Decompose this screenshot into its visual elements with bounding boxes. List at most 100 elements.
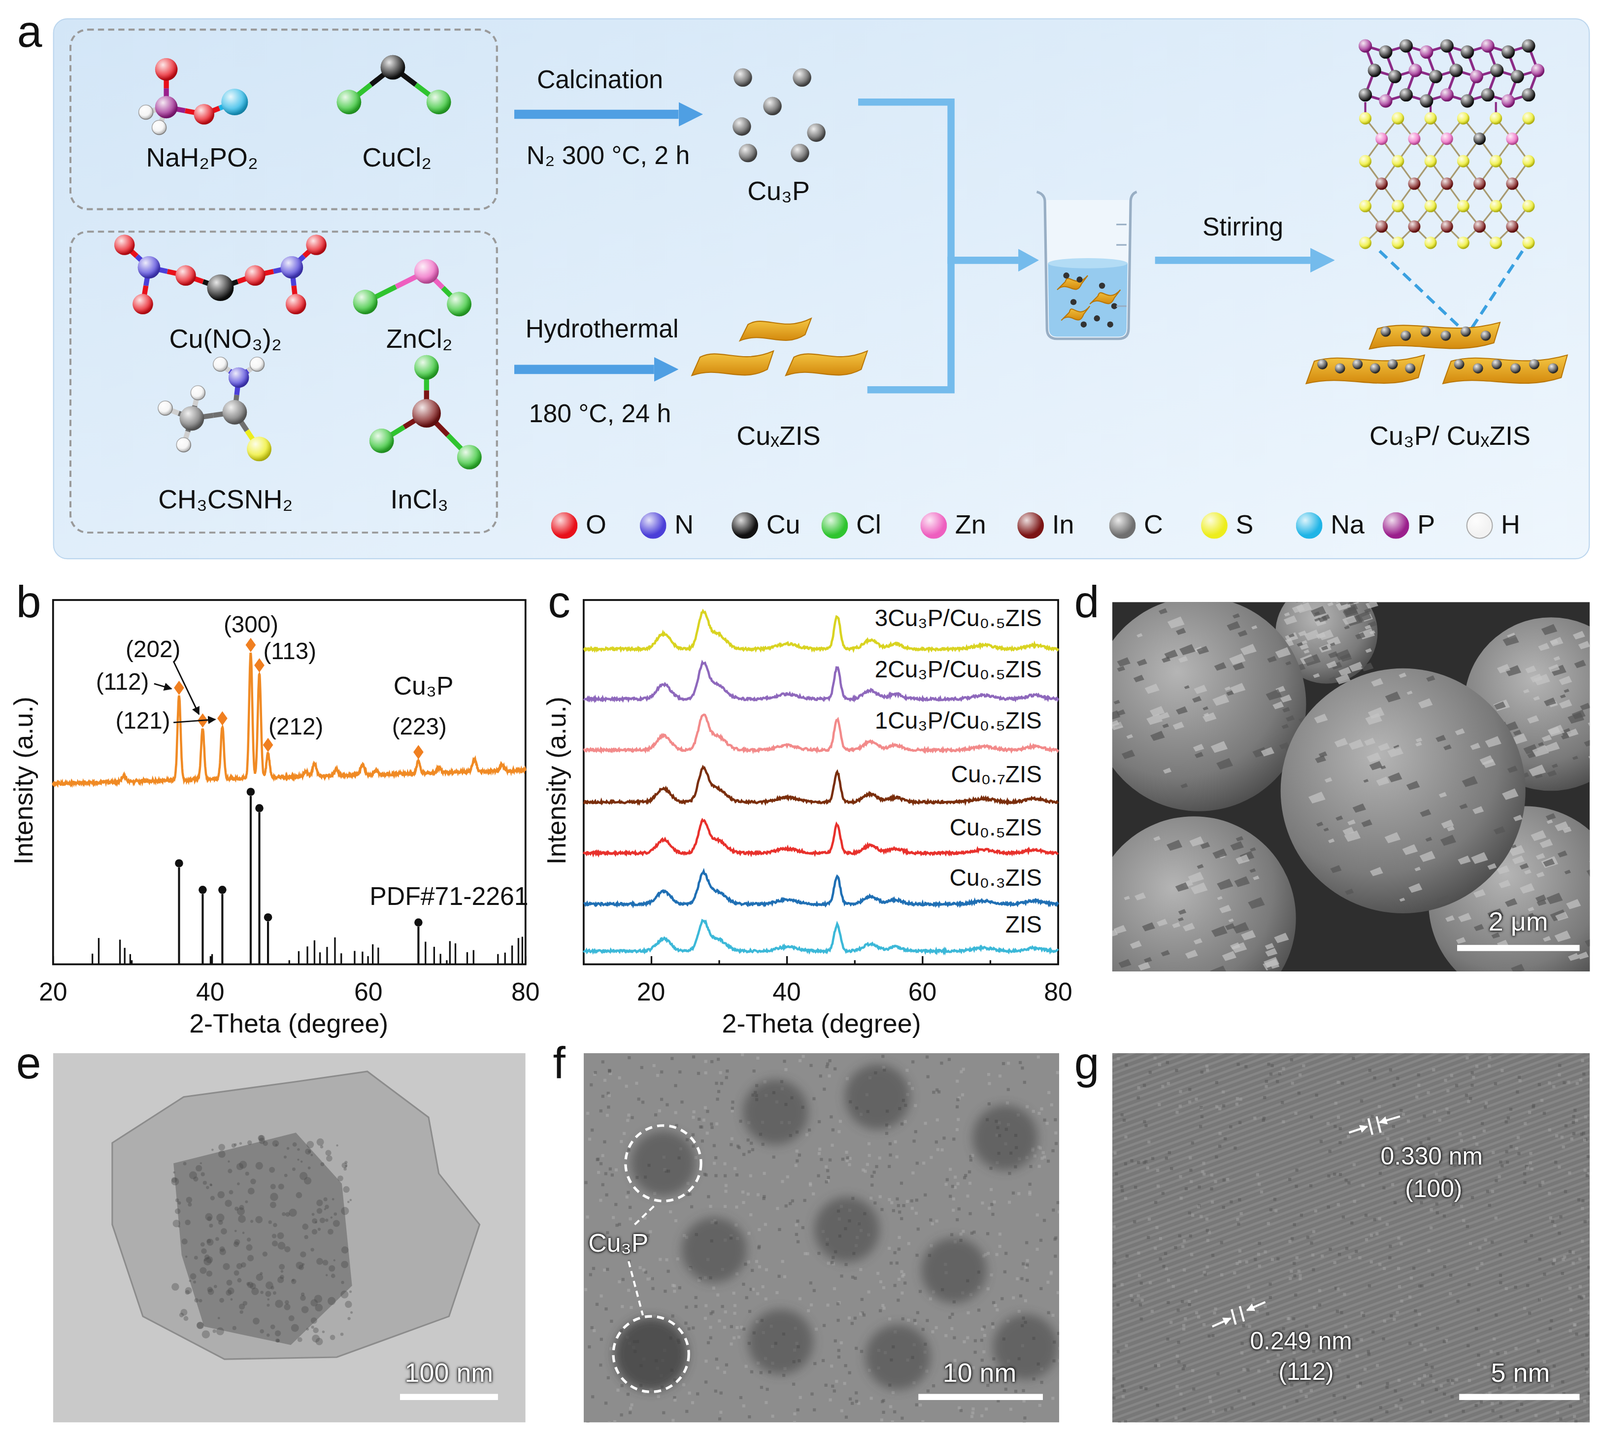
crystal-structure xyxy=(1489,236,1502,250)
tem-image xyxy=(199,1299,203,1303)
molecule-model xyxy=(179,405,205,431)
sem-image xyxy=(1485,735,1502,748)
hrtem-image xyxy=(732,1336,736,1340)
composite-nanosheets xyxy=(1460,326,1471,337)
hrtem-image xyxy=(905,1068,909,1072)
sem-image xyxy=(1137,961,1151,971)
sem-image xyxy=(1380,765,1386,770)
molecule-model xyxy=(280,256,304,279)
hrtem-image xyxy=(929,1155,933,1159)
tem-image xyxy=(183,1162,187,1166)
sem-image xyxy=(1530,830,1547,841)
crystal-structure xyxy=(1489,236,1502,250)
molecule-model xyxy=(353,289,378,315)
hrtem-image xyxy=(630,1116,634,1120)
hrtem-image xyxy=(844,1263,848,1267)
tem-image xyxy=(272,1223,277,1228)
molecule-model xyxy=(155,58,178,81)
composite-nanosheets xyxy=(1440,330,1451,341)
molecule-model xyxy=(446,291,472,317)
hrtem-image xyxy=(896,1298,900,1302)
sem-image xyxy=(1272,701,1284,710)
sem-image xyxy=(1324,777,1333,783)
crystal-structure xyxy=(1457,155,1470,168)
hrtem-image xyxy=(745,1296,749,1300)
sem-image xyxy=(1328,838,1335,843)
tem-image xyxy=(277,1241,286,1250)
composite-nanosheets xyxy=(1547,363,1559,374)
crystal-structure xyxy=(1473,132,1486,145)
hrtem-image xyxy=(854,1346,858,1350)
tem-image xyxy=(172,1219,181,1228)
znins-nanosheets xyxy=(691,318,867,376)
sem-image xyxy=(1202,712,1217,723)
hrtem-image xyxy=(915,1403,919,1407)
tem-image xyxy=(307,1166,311,1170)
sem-image xyxy=(1470,852,1489,865)
composite-nanosheets xyxy=(1400,330,1411,341)
crystal-structure xyxy=(1505,220,1519,233)
hrtem-image xyxy=(900,1416,904,1420)
znins-nanosheets xyxy=(785,351,868,376)
sem-image xyxy=(1557,850,1568,858)
molecule-model xyxy=(158,400,173,416)
molecule-model xyxy=(305,234,327,255)
hrtem-image xyxy=(853,1276,857,1280)
sem-image xyxy=(1177,917,1184,922)
sem-image xyxy=(1225,923,1235,931)
sem-image xyxy=(1123,895,1131,900)
hrtem-image xyxy=(817,1120,821,1124)
hrtem-image xyxy=(921,1328,925,1332)
hrtem-image xyxy=(724,1183,728,1187)
hrtem-image xyxy=(947,1058,951,1062)
xrd-chart xyxy=(497,954,499,965)
sem-image xyxy=(1235,835,1244,842)
hrtem-image xyxy=(696,1392,700,1396)
sem-image xyxy=(1327,601,1334,607)
sem-image xyxy=(1536,871,1545,878)
hrtem-image xyxy=(700,1139,704,1143)
hrtem-image xyxy=(882,1286,886,1290)
crystal-structure xyxy=(1359,112,1372,125)
hrtem-image xyxy=(847,1316,851,1320)
sem-image xyxy=(1567,953,1580,962)
molecule-model xyxy=(250,357,265,372)
tem-image xyxy=(284,1246,291,1253)
sem-image xyxy=(1462,775,1478,787)
crystal-structure xyxy=(1424,155,1437,168)
hrtem-image xyxy=(959,1408,963,1412)
sem-image xyxy=(1572,631,1586,640)
sem-image xyxy=(1546,819,1554,825)
hrtem-image xyxy=(786,1175,790,1179)
cu3p-particles xyxy=(733,68,752,87)
xrd-chart xyxy=(718,960,720,965)
xrd-chart xyxy=(340,953,342,965)
crystal-structure xyxy=(1457,112,1470,125)
crystal-structure xyxy=(1399,88,1413,102)
tem-image xyxy=(208,1223,213,1228)
hrtem-image xyxy=(910,1199,914,1203)
hrtem-image xyxy=(608,1069,612,1073)
composite-nanosheets xyxy=(1454,359,1465,370)
sem-image xyxy=(1185,949,1199,959)
hrtem-image xyxy=(704,1303,708,1307)
hrtem-image xyxy=(589,1272,593,1276)
sem-image xyxy=(1158,608,1168,615)
crystal-structure xyxy=(1522,200,1535,213)
tem-image xyxy=(349,1199,353,1202)
crystal-structure xyxy=(1391,200,1404,213)
xrd-chart xyxy=(209,956,212,965)
molecule-model xyxy=(138,104,154,120)
xrd-chart xyxy=(254,658,265,673)
hrtem-image xyxy=(608,1167,612,1171)
hrtem-image xyxy=(761,1142,765,1146)
hrtem-image xyxy=(895,1155,899,1159)
hrtem-image xyxy=(1059,1321,1060,1325)
hrtem-image xyxy=(652,1314,656,1318)
crystal-structure xyxy=(1375,177,1388,190)
tem-image xyxy=(400,1394,499,1400)
hrtem-image xyxy=(1046,1280,1050,1284)
crystal-structure xyxy=(1419,45,1434,59)
tem-image xyxy=(171,1282,180,1291)
